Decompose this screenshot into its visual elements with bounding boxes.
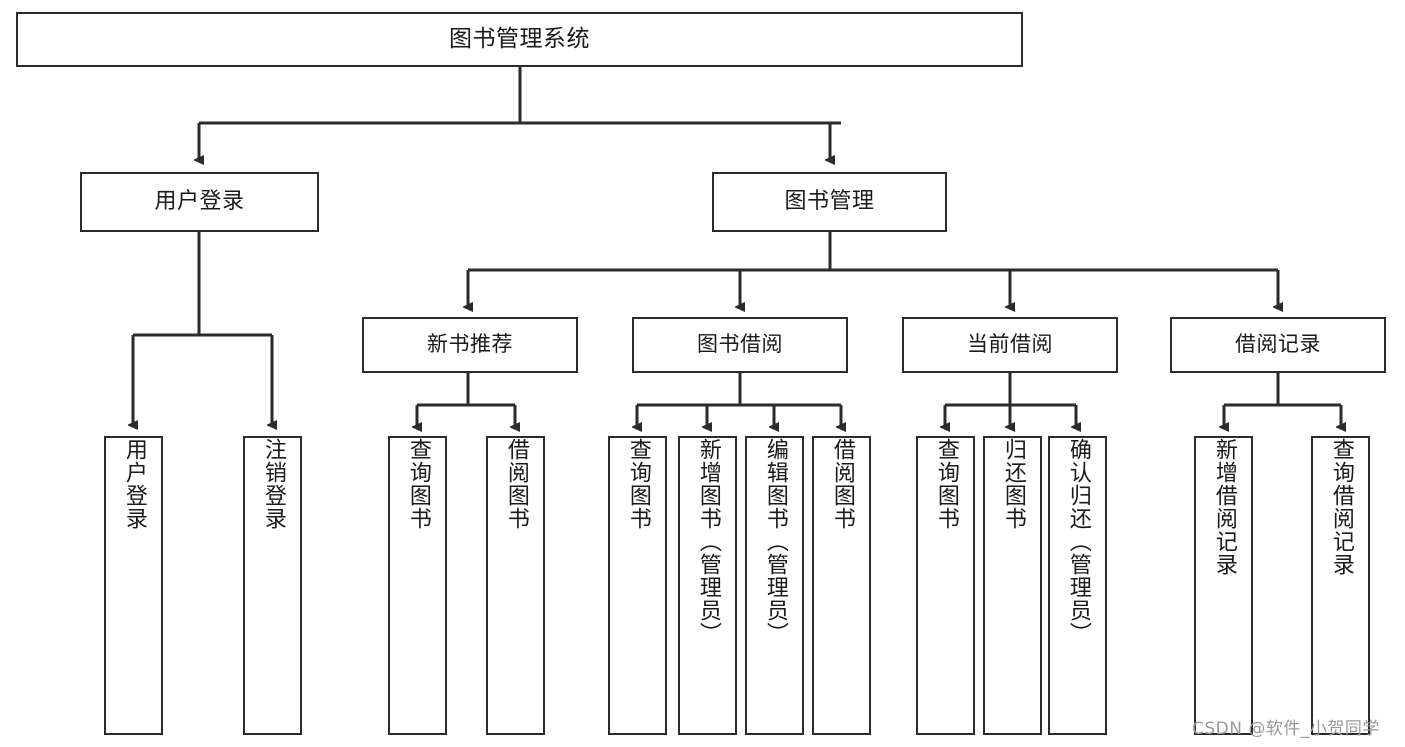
node-label: 查询图书 [933, 438, 959, 530]
node-label: 借阅图书 [829, 438, 855, 530]
node-label: 当前借阅 [967, 332, 1053, 357]
leaf-bb-query-book[interactable]: 查询图书 [608, 436, 667, 735]
leaf-bb-add-book[interactable]: 新增图书（管理员） [678, 436, 737, 735]
node-label: 用户登录 [154, 188, 245, 214]
leaf-br-query-record[interactable]: 查询借阅记录 [1311, 436, 1370, 735]
leaf-bb-borrow-book[interactable]: 借阅图书 [812, 436, 871, 735]
node-label: 借阅图书 [503, 438, 529, 530]
node-root-system[interactable]: 图书管理系统 [16, 12, 1023, 67]
leaf-logout[interactable]: 注销登录 [243, 436, 302, 735]
node-label: 查询借阅记录 [1328, 438, 1354, 576]
node-borrow-record[interactable]: 借阅记录 [1170, 317, 1386, 373]
node-label: 查询图书 [625, 438, 651, 530]
node-current-borrow[interactable]: 当前借阅 [902, 317, 1118, 373]
node-user-login[interactable]: 用户登录 [80, 172, 319, 232]
node-label: 查询图书 [405, 438, 431, 530]
leaf-cb-confirm-return[interactable]: 确认归还（管理员） [1048, 436, 1107, 735]
node-book-management[interactable]: 图书管理 [712, 172, 947, 232]
node-label: 新增借阅记录 [1211, 438, 1237, 576]
node-book-borrow[interactable]: 图书借阅 [632, 317, 848, 373]
leaf-bb-edit-book[interactable]: 编辑图书（管理员） [745, 436, 804, 735]
node-label: 借阅记录 [1235, 332, 1321, 357]
leaf-cb-query-book[interactable]: 查询图书 [916, 436, 975, 735]
node-label: 注销登录 [260, 438, 286, 530]
node-label: 确认归还（管理员） [1065, 438, 1091, 645]
node-label: 图书管理 [784, 188, 875, 214]
leaf-cb-return-book[interactable]: 归还图书 [983, 436, 1042, 735]
csdn-watermark: CSDN @软件_小贺同学 [1192, 719, 1380, 739]
node-label: 编辑图书（管理员） [762, 438, 788, 645]
node-label: 新书推荐 [427, 332, 513, 357]
node-label: 图书管理系统 [449, 25, 590, 52]
leaf-user-login[interactable]: 用户登录 [104, 436, 163, 735]
node-label: 用户登录 [121, 438, 147, 530]
leaf-nb-borrow-book[interactable]: 借阅图书 [486, 436, 545, 735]
node-new-book-recommend[interactable]: 新书推荐 [362, 317, 578, 373]
leaf-nb-query-book[interactable]: 查询图书 [388, 436, 447, 735]
leaf-br-add-record[interactable]: 新增借阅记录 [1194, 436, 1253, 735]
node-label: 图书借阅 [697, 332, 783, 357]
node-label: 归还图书 [1000, 438, 1026, 530]
node-label: 新增图书（管理员） [695, 438, 721, 645]
